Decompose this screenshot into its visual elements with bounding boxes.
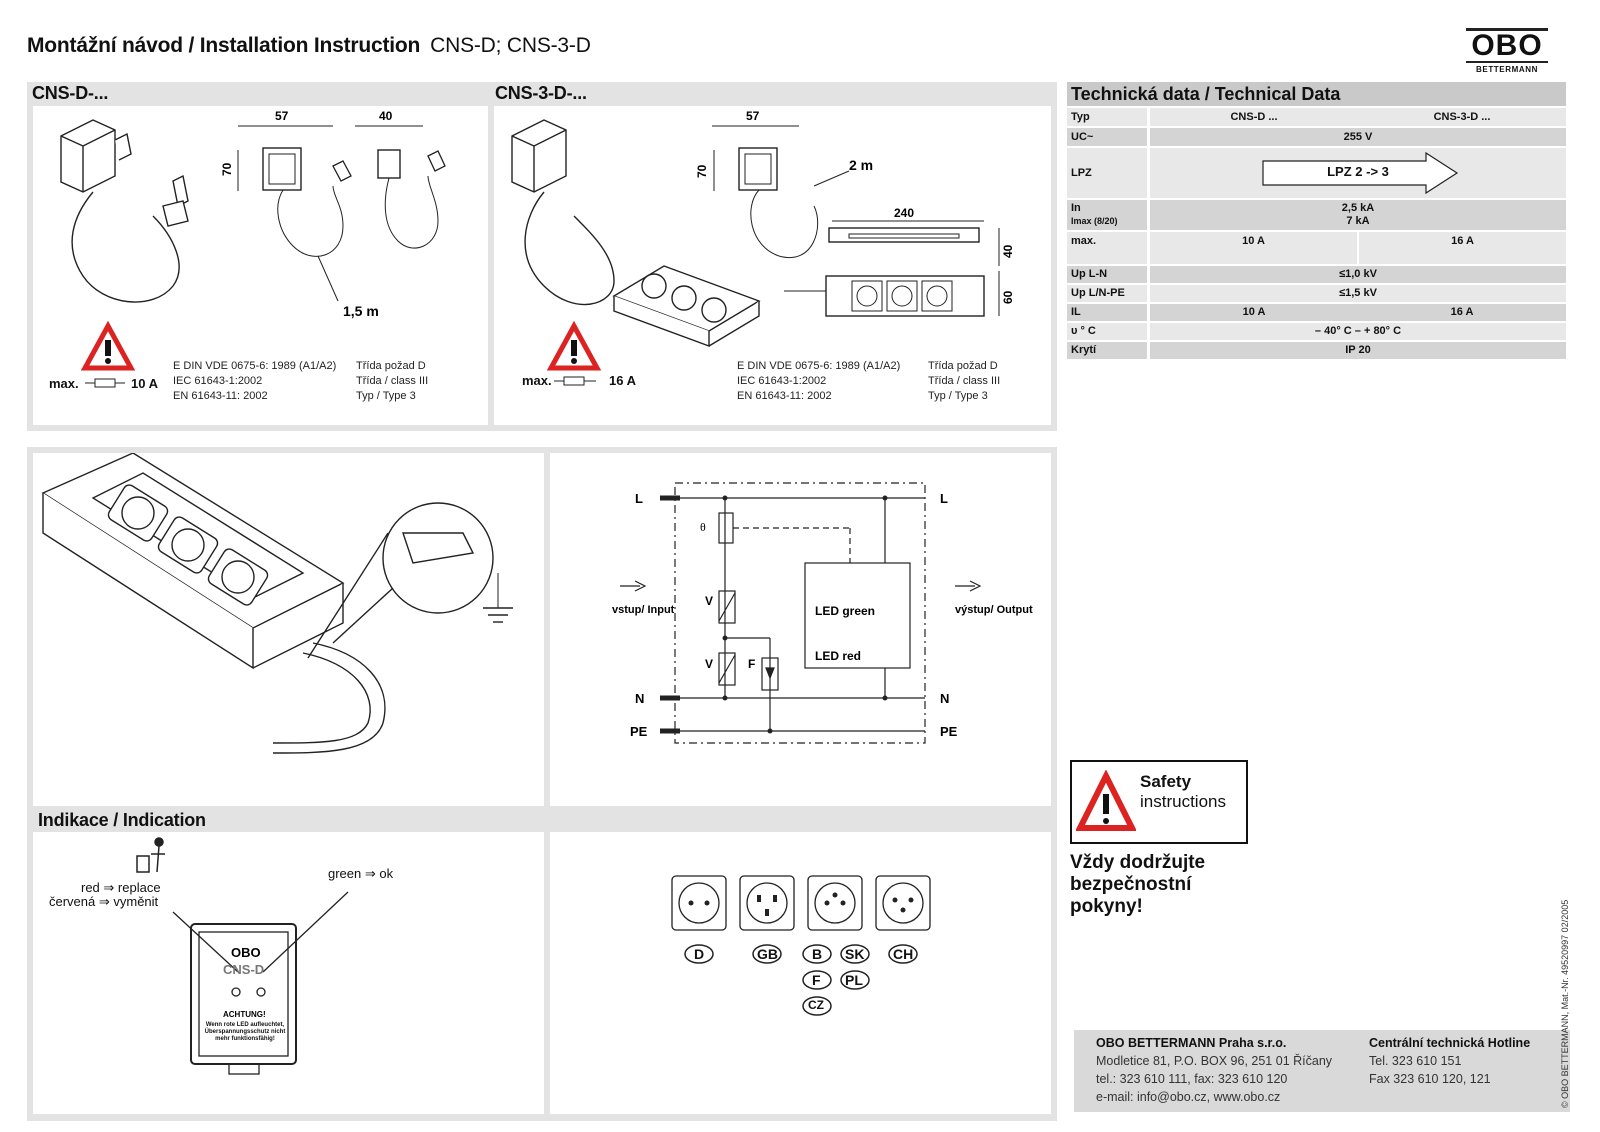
footer-phone: tel.: 323 610 111, fax: 323 610 120 — [1096, 1072, 1288, 1086]
socket-types-drawing — [671, 875, 931, 1016]
led-red-label: LED red — [815, 649, 861, 663]
country-CZ: CZ — [808, 998, 824, 1012]
tech-row-il: IL 10 A 16 A — [1067, 304, 1566, 321]
input-label: vstup/ Input — [612, 604, 675, 616]
device-logo: OBO — [231, 945, 261, 960]
countries-panel: D GB B SK CH F PL CZ — [550, 832, 1051, 1114]
schematic-PE-in: PE — [630, 724, 648, 739]
cns-3d-panel: 57 70 2 m 240 40 60 max. 16 A E DIN VDE … — [494, 106, 1051, 425]
device-achtung: ACHTUNG! — [223, 1010, 266, 1019]
gap-label: F — [748, 657, 755, 671]
tech-row-type: Typ CNS-D ... CNS-3-D ... — [1067, 108, 1566, 126]
dim-57-label-3d: 57 — [746, 109, 760, 123]
fuse-value-3d: 16 A — [609, 373, 636, 388]
country-D: D — [694, 946, 705, 962]
cable-length-label-3d: 2 m — [849, 157, 873, 173]
cns-3d-title: CNS-3-D-... — [495, 83, 587, 103]
fuse-icon-3d — [554, 376, 596, 386]
mounting-panel — [33, 453, 544, 806]
dim-70-label-3d: 70 — [695, 164, 709, 178]
red-replace-label: red ⇒ replace — [81, 880, 161, 895]
warning-icon — [80, 320, 136, 371]
indication-title: Indikace / Indication — [38, 810, 206, 830]
dim-70-label: 70 — [220, 162, 234, 176]
country-B: B — [812, 946, 823, 962]
footer-hotline-fax: Fax 323 610 120, 121 — [1369, 1072, 1491, 1086]
tech-row-upln: Up L-N ≤1,0 kV — [1067, 266, 1566, 283]
obo-logo: OBO BETTERMANN — [1466, 28, 1548, 74]
footer-hotline-tel: Tel. 323 610 151 — [1369, 1054, 1462, 1068]
country-ovals — [684, 944, 918, 1016]
footer-hotline-title: Centrální technická Hotline — [1369, 1036, 1531, 1050]
schematic-panel: L L N N PE PE θ V V F LED green LED red … — [550, 453, 1051, 806]
cz-replace-label: červená ⇒ vyměnit — [49, 894, 159, 909]
dim-h2-label: 60 — [1001, 290, 1015, 304]
lpz-arrow-icon — [1262, 151, 1459, 195]
cable-length-label: 1,5 m — [343, 303, 379, 319]
dim-h1-label: 40 — [1001, 244, 1015, 258]
country-PL: PL — [845, 972, 863, 988]
schematic-drawing: L L N N PE PE θ V V F LED green LED red … — [612, 482, 1033, 744]
trash-icon — [136, 837, 165, 873]
schematic-L-in: L — [635, 491, 643, 506]
footer-email: e-mail: info@obo.cz, www.obo.cz — [1096, 1090, 1281, 1104]
page-title: Montážní návod / Installation Instructio… — [27, 34, 591, 57]
class-list-3d: Třída požad D Třída / class III Typ / Ty… — [928, 360, 1001, 402]
standards-list-3d: E DIN VDE 0675-6: 1989 (A1/A2) IEC 61643… — [737, 360, 901, 402]
schematic-L-out: L — [940, 491, 948, 506]
country-SK: SK — [845, 946, 865, 962]
country-CH: CH — [893, 946, 914, 962]
safety-line1: Safety — [1140, 772, 1192, 791]
green-ok-label: green ⇒ ok — [328, 866, 394, 881]
standards-list: E DIN VDE 0675-6: 1989 (A1/A2) IEC 61643… — [173, 360, 337, 402]
max-label: max. — [49, 376, 79, 391]
device-note: Wenn rote LED aufleuchtet, Überspannungs… — [204, 1022, 286, 1042]
schematic-PE-out: PE — [940, 724, 958, 739]
varistor-label-2: V — [705, 657, 713, 671]
cns-3d-drawing: 57 70 2 m 240 40 60 — [511, 109, 1015, 386]
safety-cz-text: Vždy dodržujte bezpečnostní pokyny! — [1070, 852, 1206, 917]
technical-data-table: Technická data / Technical Data Typ CNS-… — [1067, 82, 1566, 359]
safety-box: Safety instructions — [1070, 760, 1248, 844]
indication-drawing: OBO CNS-D ACHTUNG! — [136, 837, 349, 1075]
tech-row-ip: Krytí IP 20 — [1067, 342, 1566, 359]
tech-row-lpz: LPZ LPZ 2 -> 3 — [1067, 148, 1566, 198]
schematic-N-in: N — [635, 691, 644, 706]
safety-line2: instructions — [1140, 792, 1226, 811]
country-GB: GB — [757, 946, 778, 962]
cns-d-title: CNS-D-... — [32, 83, 109, 103]
class-list: Třída požad D Třída / class III Typ / Ty… — [356, 360, 429, 402]
warning-icon-3d — [546, 320, 602, 371]
side-note: © OBO BETTERMANN, Mat.-Nr. 49520997 02/2… — [1560, 899, 1570, 1108]
tech-row-max: max. 10 A 16 A — [1067, 232, 1566, 264]
tech-row-uc: UC~ 255 V — [1067, 128, 1566, 146]
footer: OBO BETTERMANN Praha s.r.o. Modletice 81… — [1074, 1030, 1570, 1112]
output-label: výstup/ Output — [955, 604, 1033, 616]
technical-data-title: Technická data / Technical Data — [1067, 82, 1566, 106]
schematic-N-out: N — [940, 691, 949, 706]
footer-address: Modletice 81, P.O. BOX 96, 251 01 Říčany — [1096, 1054, 1333, 1068]
fuse-icon — [85, 378, 125, 388]
tech-row-uplnpe: Up L/N-PE ≤1,5 kV — [1067, 285, 1566, 302]
dim-57-label: 57 — [275, 109, 289, 123]
varistor-label-1: V — [705, 594, 713, 608]
dim-240-label: 240 — [894, 206, 914, 220]
cns-d-panel: 57 40 70 1,5 m max. 10 A E DIN VDE 0675-… — [33, 106, 488, 425]
device-name: CNS-D — [223, 962, 264, 977]
warning-icon-safety — [1076, 770, 1136, 831]
indication-panel: OBO CNS-D ACHTUNG! red ⇒ replace červená… — [33, 832, 544, 1114]
tech-row-temp: υ ° C – 40° C – + 80° C — [1067, 323, 1566, 340]
cns-d-drawing: 57 40 70 1,5 m — [60, 109, 446, 388]
footer-company: OBO BETTERMANN Praha s.r.o. — [1096, 1036, 1287, 1050]
led-green-label: LED green — [815, 604, 875, 618]
max-label-3d: max. — [522, 373, 552, 388]
dim-40-label: 40 — [379, 109, 393, 123]
fuse-value: 10 A — [131, 376, 158, 391]
thermal-symbol: θ — [700, 520, 706, 534]
mounting-drawing — [41, 453, 513, 754]
country-F: F — [812, 972, 821, 988]
